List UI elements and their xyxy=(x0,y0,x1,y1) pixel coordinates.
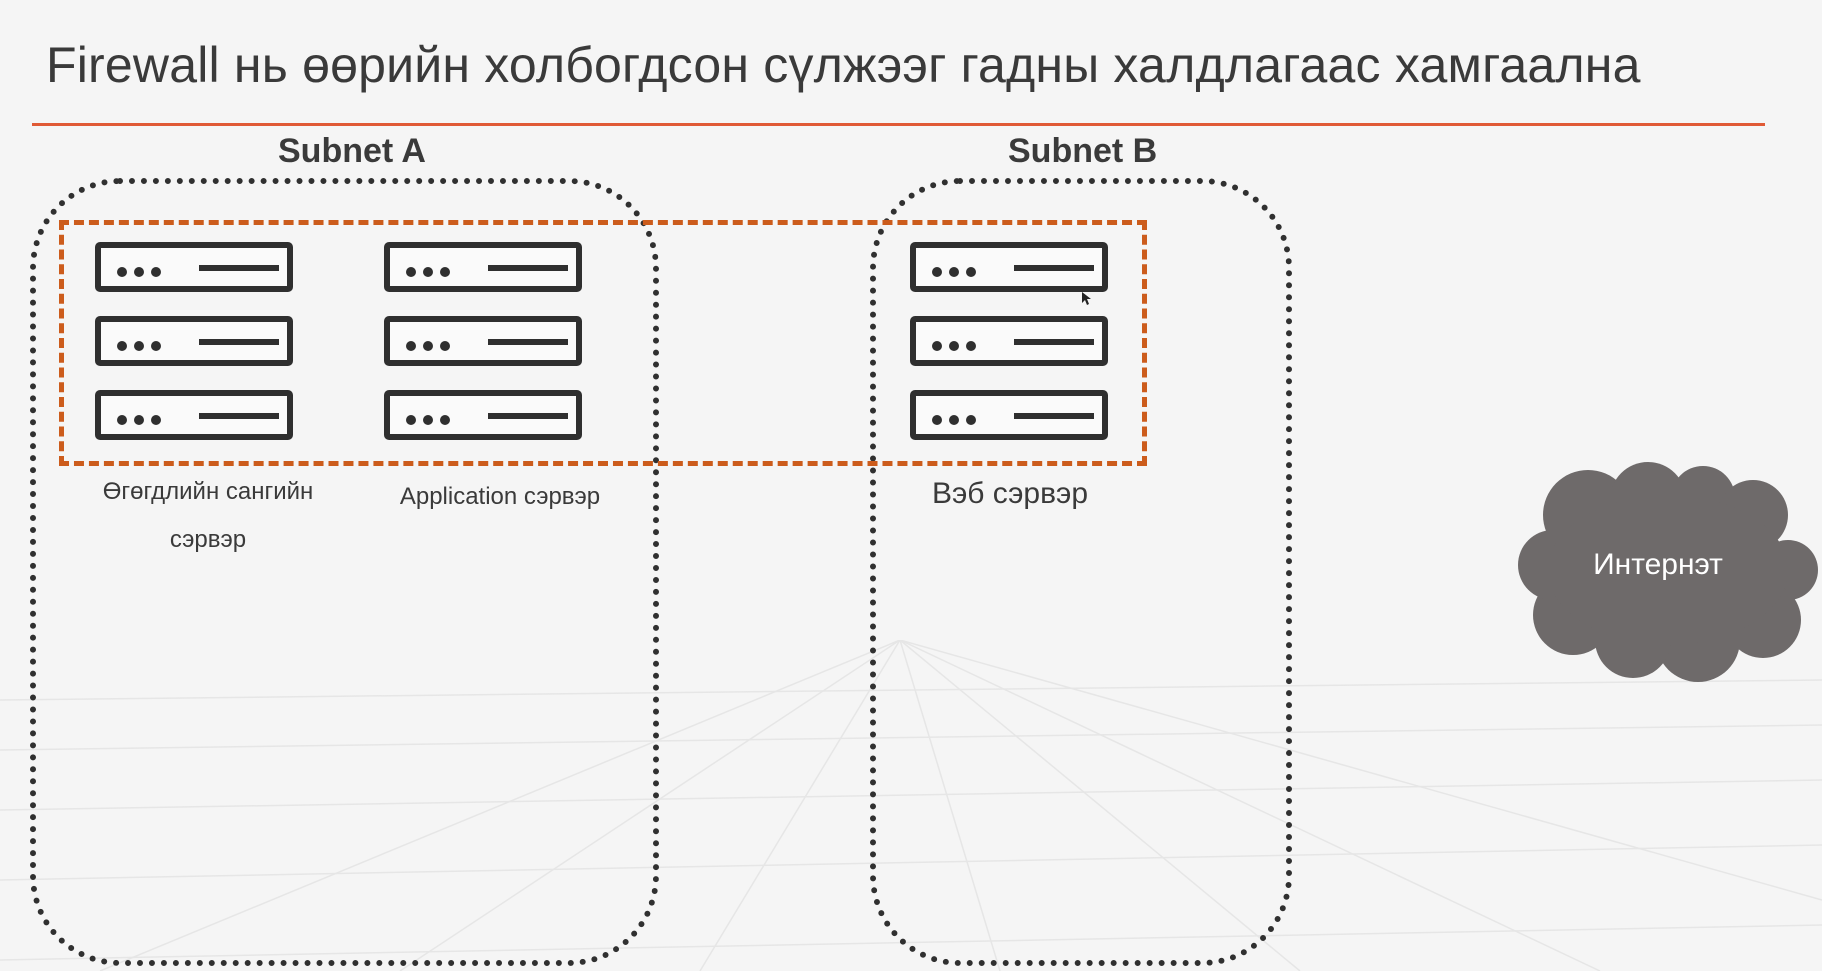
application-server-caption: Application сэрвэр xyxy=(399,483,601,510)
server-rack-icon xyxy=(95,242,293,292)
firewall-zone xyxy=(59,220,1147,466)
server-rack-icon xyxy=(95,390,293,440)
subnet-b-label: Subnet B xyxy=(1008,132,1158,170)
web-server-caption: Вэб сэрвэр xyxy=(931,477,1089,510)
subnet-a-boundary xyxy=(30,178,659,966)
cloud-icon xyxy=(1518,462,1818,682)
server-rack-icon xyxy=(910,390,1108,440)
title-divider xyxy=(32,123,1765,126)
server-rack-icon xyxy=(384,316,582,366)
subnet-a-label: Subnet A xyxy=(278,132,426,170)
server-rack-icon xyxy=(384,242,582,292)
slide-title: Firewall нь өөрийн холбогдсон сүлжээг га… xyxy=(46,37,1641,93)
mouse-pointer-icon xyxy=(1082,292,1091,305)
subnet-b-boundary xyxy=(870,178,1292,966)
internet-label: Интернэт xyxy=(1593,548,1723,581)
server-rack-icon xyxy=(910,242,1108,292)
server-rack-icon xyxy=(910,316,1108,366)
database-server-caption: Өгөгдлийн сангийн сэрвэр xyxy=(102,478,314,553)
server-rack-icon xyxy=(384,390,582,440)
server-rack-icon xyxy=(95,316,293,366)
